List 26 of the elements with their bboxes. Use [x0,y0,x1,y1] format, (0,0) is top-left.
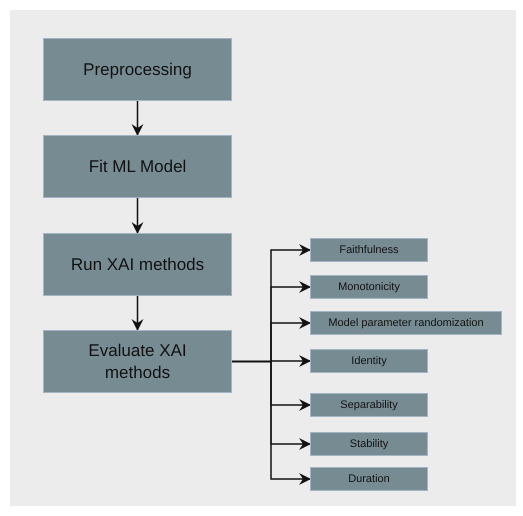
arrow [132,198,144,234]
box-label: Monotonicity [338,280,400,294]
process-box [43,330,232,393]
process-box [43,233,232,296]
box-label: Evaluate XAI methods [87,340,188,384]
box-label: Preprocessing [83,58,192,80]
arrow [232,360,311,485]
arrow [132,296,144,331]
process-box [310,432,428,456]
box-label: Duration [348,472,390,486]
box-label: Run XAI methods [70,254,204,276]
process-box [310,393,428,417]
process-box [310,238,428,262]
box-label: Model parameter randomization [328,316,484,330]
box-label: Fit ML Model [88,156,186,178]
box-label: Stability [350,438,388,450]
process-box [43,38,232,101]
process-box [310,467,428,491]
process-box [310,275,428,299]
process-box [43,135,232,198]
process-box [310,349,428,373]
box-label: Faithfulness [339,244,399,256]
box-label: Identity [351,354,387,368]
process-box [310,311,502,335]
box-label: Separability [340,398,398,412]
arrow [132,101,144,136]
